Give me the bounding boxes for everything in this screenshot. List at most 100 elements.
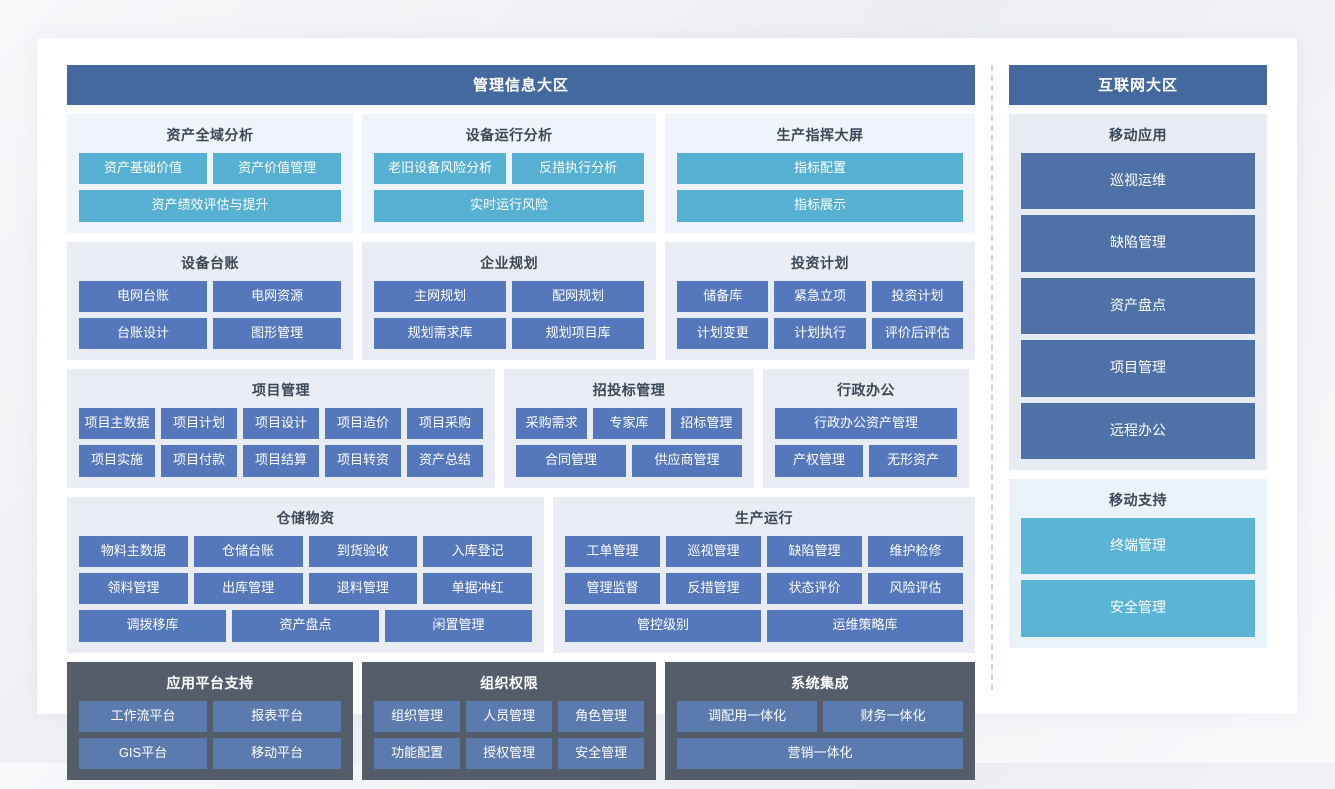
chip-button[interactable]: 缺陷管理 bbox=[767, 535, 862, 568]
chip-button[interactable]: 运维策略库 bbox=[767, 610, 963, 642]
card-enterprise-planning: 企业规划主网规划配网规划规划需求库规划项目库 bbox=[362, 241, 657, 361]
card-equipment-ledger: 设备台账电网台账电网资源台账设计图形管理 bbox=[67, 241, 354, 361]
chip-button[interactable]: 实时运行风险 bbox=[374, 190, 645, 222]
chip-button[interactable]: 资产总结 bbox=[407, 445, 483, 477]
chip-button[interactable]: 远程办公 bbox=[1021, 402, 1255, 459]
chip-button[interactable]: 供应商管理 bbox=[632, 445, 742, 477]
card-strip: 仓储物资物料主数据仓储台账到货验收入库登记领料管理出库管理退料管理单据冲红调拨移… bbox=[67, 496, 975, 662]
chip-button[interactable]: 巡视运维 bbox=[1021, 153, 1255, 210]
chip-button[interactable]: 项目造价 bbox=[325, 408, 401, 440]
chip-button[interactable]: 状态评价 bbox=[767, 573, 862, 605]
chip-button[interactable]: 反措执行分析 bbox=[512, 153, 645, 185]
chip-button[interactable]: 角色管理 bbox=[558, 700, 645, 732]
chip-button[interactable]: 配网规划 bbox=[512, 280, 645, 312]
chip-button[interactable]: GIS平台 bbox=[79, 737, 208, 770]
chip-button[interactable]: 台账设计 bbox=[79, 317, 208, 350]
chip-button[interactable]: 采购需求 bbox=[516, 408, 588, 440]
chip-button[interactable]: 规划需求库 bbox=[374, 317, 507, 350]
chip-button[interactable]: 到货验收 bbox=[308, 535, 418, 568]
chip-button[interactable]: 资产基础价值 bbox=[79, 153, 208, 185]
chip-button[interactable]: 合同管理 bbox=[516, 445, 626, 477]
chip-button[interactable]: 管控级别 bbox=[565, 610, 761, 642]
chip-button[interactable]: 巡视管理 bbox=[666, 535, 761, 568]
chip-button[interactable]: 项目管理 bbox=[1021, 340, 1255, 397]
chip-button[interactable]: 电网资源 bbox=[213, 280, 342, 312]
chip-button[interactable]: 财务一体化 bbox=[823, 700, 963, 732]
chip-button[interactable]: 功能配置 bbox=[374, 737, 461, 770]
chip-button[interactable]: 闲置管理 bbox=[385, 610, 532, 642]
chip-button[interactable]: 专家库 bbox=[593, 408, 665, 440]
chip-button[interactable]: 指标展示 bbox=[677, 190, 963, 222]
chip-button[interactable]: 出库管理 bbox=[193, 573, 303, 605]
chip-button[interactable]: 缺陷管理 bbox=[1021, 215, 1255, 272]
chip-button[interactable]: 老旧设备风险分析 bbox=[374, 153, 507, 185]
chip-button[interactable]: 报表平台 bbox=[213, 700, 342, 732]
chip-row: 项目实施项目付款项目结算项目转资资产总结 bbox=[79, 445, 483, 477]
card-organization-permission: 组织权限组织管理人员管理角色管理功能配置授权管理安全管理 bbox=[362, 661, 657, 781]
chip-button[interactable]: 营销一体化 bbox=[677, 737, 963, 770]
chip-button[interactable]: 维护检修 bbox=[868, 535, 963, 568]
chip-button[interactable]: 计划变更 bbox=[677, 317, 769, 350]
chip-button[interactable]: 项目结算 bbox=[243, 445, 319, 477]
chip-button[interactable]: 项目转资 bbox=[325, 445, 401, 477]
chip-button[interactable]: 评价后评估 bbox=[871, 317, 963, 350]
chip-button[interactable]: 调配用一体化 bbox=[677, 700, 818, 732]
chip-button[interactable]: 安全管理 bbox=[558, 737, 645, 770]
chip-button[interactable]: 无形资产 bbox=[869, 445, 957, 477]
chip-button[interactable]: 图形管理 bbox=[213, 317, 342, 350]
chip-button[interactable]: 储备库 bbox=[677, 280, 769, 312]
chip-button[interactable]: 终端管理 bbox=[1021, 517, 1255, 575]
chip-button[interactable]: 移动平台 bbox=[213, 737, 342, 770]
chip-button[interactable]: 反措管理 bbox=[666, 573, 761, 605]
card-title: 项目管理 bbox=[252, 382, 310, 399]
chip-button[interactable]: 产权管理 bbox=[775, 445, 863, 477]
chip-button[interactable]: 主网规划 bbox=[374, 280, 507, 312]
chip-button[interactable]: 指标配置 bbox=[677, 153, 963, 185]
chip-row: 采购需求专家库招标管理 bbox=[516, 408, 742, 440]
card-mobile-support: 移动支持终端管理安全管理 bbox=[1009, 478, 1267, 648]
chip-button[interactable]: 资产绩效评估与提升 bbox=[79, 190, 342, 222]
chip-button[interactable]: 行政办公资产管理 bbox=[775, 408, 957, 440]
card-strip: 资产全域分析资产基础价值资产价值管理资产绩效评估与提升设备运行分析老旧设备风险分… bbox=[67, 114, 975, 242]
chip-button[interactable]: 入库登记 bbox=[423, 535, 532, 568]
chip-button[interactable]: 风险评估 bbox=[868, 573, 963, 605]
chip-button[interactable]: 资产价值管理 bbox=[213, 153, 342, 185]
chip-button[interactable]: 调拨移库 bbox=[79, 610, 226, 642]
chip-row: 规划需求库规划项目库 bbox=[374, 317, 645, 350]
chip-button[interactable]: 项目主数据 bbox=[79, 408, 155, 440]
chip-button[interactable]: 资产盘点 bbox=[232, 610, 379, 642]
chip-button[interactable]: 管理监督 bbox=[565, 573, 660, 605]
chip-row: 安全管理 bbox=[1021, 580, 1255, 637]
chip-button[interactable]: 组织管理 bbox=[374, 700, 461, 732]
chip-button[interactable]: 单据冲红 bbox=[423, 573, 532, 605]
chip-button[interactable]: 物料主数据 bbox=[79, 535, 188, 568]
chip-row: 物料主数据仓储台账到货验收入库登记 bbox=[79, 535, 532, 568]
chip-button[interactable]: 项目付款 bbox=[161, 445, 237, 477]
chip-button[interactable]: 资产盘点 bbox=[1021, 277, 1255, 335]
chip-button[interactable]: 投资计划 bbox=[871, 280, 963, 312]
internet-area-cards: 移动应用巡视运维缺陷管理资产盘点项目管理远程办公移动支持终端管理安全管理 bbox=[1009, 114, 1267, 657]
chip-button[interactable]: 紧急立项 bbox=[774, 280, 866, 312]
chip-button[interactable]: 招标管理 bbox=[670, 408, 742, 440]
chip-row: 调配用一体化财务一体化 bbox=[677, 700, 963, 732]
card-title: 移动应用 bbox=[1109, 127, 1167, 143]
chip-button[interactable]: 退料管理 bbox=[308, 573, 418, 605]
card-title: 企业规划 bbox=[480, 254, 539, 271]
card-system-integration: 系统集成调配用一体化财务一体化营销一体化 bbox=[665, 661, 975, 781]
chip-button[interactable]: 电网台账 bbox=[79, 280, 208, 312]
chip-button[interactable]: 项目设计 bbox=[243, 408, 319, 440]
chip-button[interactable]: 项目实施 bbox=[79, 445, 155, 477]
chip-button[interactable]: 项目计划 bbox=[161, 408, 237, 440]
chip-button[interactable]: 人员管理 bbox=[466, 700, 553, 732]
chip-button[interactable]: 规划项目库 bbox=[512, 317, 645, 350]
chip-button[interactable]: 计划执行 bbox=[774, 317, 866, 350]
chip-button[interactable]: 仓储台账 bbox=[193, 535, 303, 568]
chip-button[interactable]: 项目采购 bbox=[407, 408, 483, 440]
internet-area-title: 互联网大区 bbox=[1009, 65, 1267, 105]
chip-button[interactable]: 安全管理 bbox=[1021, 580, 1255, 637]
chip-button[interactable]: 授权管理 bbox=[466, 737, 553, 770]
chip-button[interactable]: 工单管理 bbox=[565, 535, 660, 568]
chip-button[interactable]: 工作流平台 bbox=[79, 700, 208, 732]
chip-button[interactable]: 领料管理 bbox=[79, 573, 188, 605]
